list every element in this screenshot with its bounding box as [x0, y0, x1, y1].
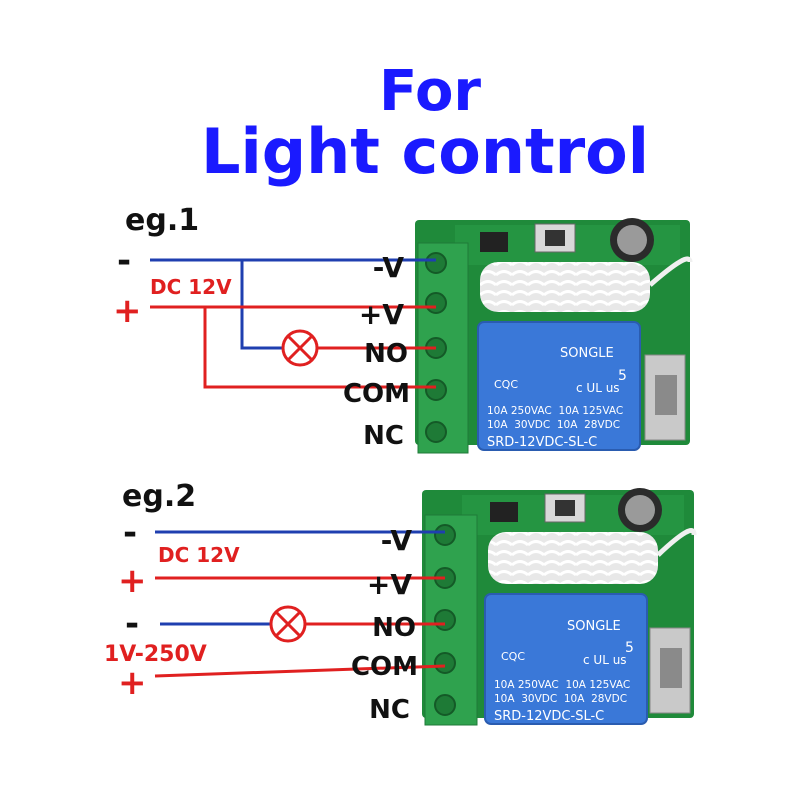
- relay-brand: SONGLE: [567, 619, 621, 634]
- rf-chip: [660, 648, 682, 688]
- relay-model: SRD-12VDC-SL-C: [487, 435, 597, 450]
- relay-number: 5: [625, 640, 634, 656]
- relay-cert: CQC: [494, 378, 518, 391]
- terminal-1-label-4: NC: [363, 421, 404, 451]
- relay-number: 5: [618, 368, 627, 384]
- antenna-wire: [656, 528, 697, 557]
- relay-ratings-2: 10A 30VDC 10A 28VDC: [494, 693, 627, 705]
- example-2-load-plus: +: [118, 663, 147, 703]
- relay-brand: SONGLE: [560, 346, 614, 361]
- title-line-1: For: [379, 59, 481, 124]
- capacitor-top: [625, 495, 655, 525]
- lamp-2-icon: [269, 605, 307, 643]
- example-1-wires: [150, 258, 436, 389]
- example-2-label: eg.2: [122, 479, 196, 514]
- push-button-cap: [555, 500, 575, 516]
- lamp-1-icon: [281, 329, 319, 367]
- ic-chip: [490, 502, 518, 522]
- example-2-plus: +: [118, 561, 147, 601]
- wire-load-positive-to-com: [154, 664, 446, 678]
- rf-chip: [655, 375, 677, 415]
- relay-module-1: SONGLE CQC 5 c UL us 10A 250VAC 10A 125V…: [415, 218, 693, 454]
- antenna-coil: [480, 262, 650, 312]
- push-button: [544, 493, 586, 523]
- relay-ratings-1: 10A 250VAC 10A 125VAC: [487, 405, 623, 417]
- example-1-plus: +: [113, 291, 142, 331]
- terminal-1-label-3: COM: [343, 379, 410, 409]
- example-1-supply: DC 12V: [150, 275, 232, 299]
- title-line-2: Light control: [201, 115, 649, 188]
- screw-4: [425, 379, 447, 401]
- relay-ratings-2: 10A 30VDC 10A 28VDC: [487, 419, 620, 431]
- terminal-1-label-2: NO: [364, 339, 408, 369]
- relay-cert: CQC: [501, 650, 525, 663]
- ic-chip: [480, 232, 508, 252]
- terminal-2-label-0: -V: [381, 524, 413, 557]
- example-2-minus: -: [123, 513, 137, 553]
- screw-5: [434, 694, 456, 716]
- antenna-coil: [488, 532, 658, 584]
- terminal-2-label-2: NO: [372, 613, 416, 643]
- screw-1: [434, 524, 456, 546]
- terminal-screws: [434, 524, 456, 716]
- screw-1: [425, 252, 447, 274]
- screw-5: [425, 421, 447, 443]
- example-2-wires: [154, 530, 446, 678]
- push-button-cap: [545, 230, 565, 246]
- example-1-label: eg.1: [125, 203, 199, 238]
- antenna-wire: [648, 256, 693, 287]
- capacitor-top: [617, 225, 647, 255]
- terminal-screws: [425, 252, 447, 443]
- terminal-2-label-4: NC: [369, 695, 410, 725]
- screw-4: [434, 652, 456, 674]
- relay-body: [484, 593, 648, 725]
- relay-ul: c UL us: [583, 653, 627, 667]
- relay-module-2: SONGLE CQC 5 c UL us 10A 250VAC 10A 125V…: [422, 488, 697, 726]
- terminal-2-label-3: COM: [351, 652, 418, 682]
- example-2-load-minus: -: [125, 604, 139, 644]
- wire-negative-to-lamp: [240, 260, 282, 350]
- example-2-load-supply: 1V-250V: [104, 642, 207, 667]
- relay-ratings-1: 10A 250VAC 10A 125VAC: [494, 679, 630, 691]
- example-2-supply: DC 12V: [158, 543, 240, 567]
- screw-2: [425, 292, 447, 314]
- terminal-1-label-0: -V: [373, 251, 405, 284]
- screw-3: [434, 609, 456, 631]
- terminal-2-label-1: +V: [367, 568, 412, 601]
- relay-ul: c UL us: [576, 381, 620, 395]
- terminal-1-label-1: +V: [359, 298, 404, 331]
- wire-positive-to-com: [203, 307, 436, 389]
- example-1-minus: -: [117, 241, 131, 281]
- relay-model: SRD-12VDC-SL-C: [494, 709, 604, 724]
- relay-body: [477, 321, 641, 451]
